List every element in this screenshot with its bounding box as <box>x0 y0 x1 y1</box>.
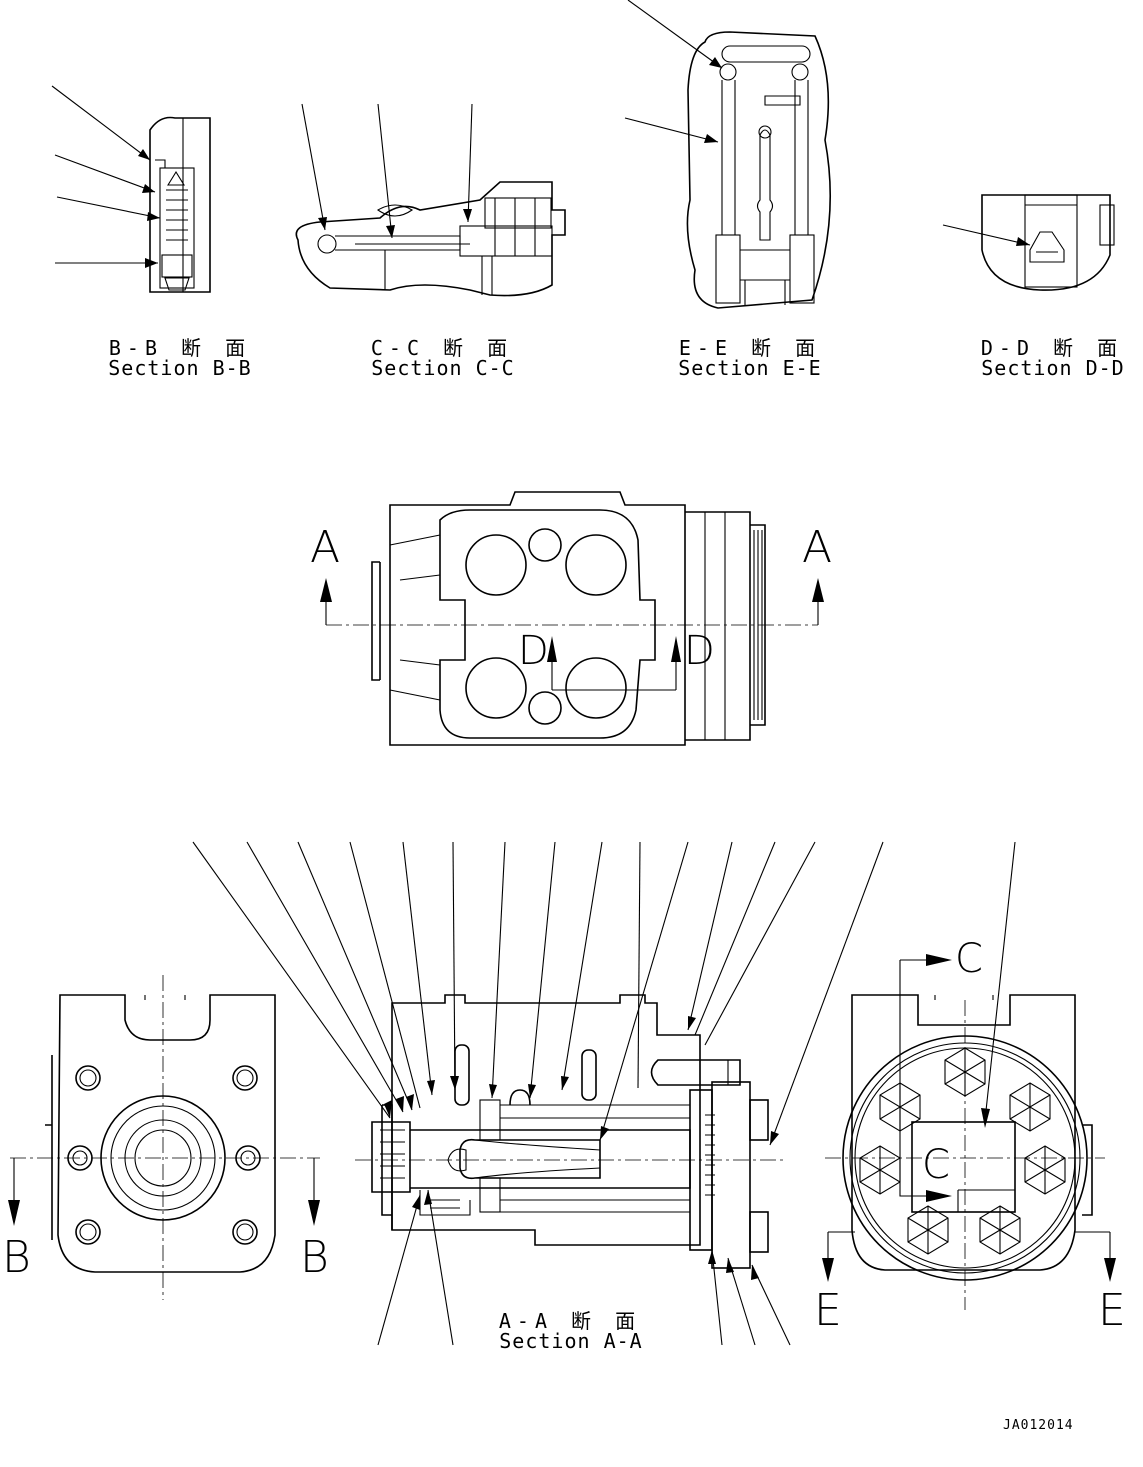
section-cc-view <box>295 103 566 297</box>
section-dd-view <box>942 194 1115 291</box>
section-aa-caption-en: Section A-A <box>499 1329 643 1353</box>
hex-bolt-pattern <box>859 1047 1066 1255</box>
bottom-left-end-view <box>8 975 320 1300</box>
section-ee-view <box>624 0 831 309</box>
section-bb-view <box>51 85 211 293</box>
section-bb-caption-jp: B-B 断 面 <box>108 336 252 360</box>
cut-mark-a-right: A <box>802 522 833 573</box>
section-ee-caption-jp: E-E 断 面 <box>678 336 822 360</box>
section-ee-caption-en: Section E-E <box>678 356 822 380</box>
section-aa-caption-jp: A-A 断 面 <box>498 1309 642 1333</box>
section-dd-caption-en: Section D-D <box>981 356 1125 380</box>
cut-mark-c-top: C <box>955 936 983 982</box>
cut-mark-d-left: D <box>518 628 549 674</box>
section-aa-view <box>192 841 884 1346</box>
drawing-code: JA012014 <box>1003 1418 1074 1433</box>
section-dd-caption-jp: D-D 断 面 <box>980 336 1124 360</box>
bottom-right-end-view <box>822 841 1116 1310</box>
cut-mark-b-right: B <box>300 1232 329 1283</box>
cut-mark-e-left: E <box>814 1285 842 1336</box>
section-cc-caption-en: Section C-C <box>371 356 515 380</box>
cut-mark-d-right: D <box>684 628 715 674</box>
cut-mark-c-mid: C <box>922 1142 950 1188</box>
center-top-view <box>320 491 824 746</box>
cut-mark-e-right: E <box>1098 1285 1126 1336</box>
section-bb-caption-en: Section B-B <box>108 356 252 380</box>
cut-mark-a-left: A <box>310 522 341 573</box>
cut-mark-b-left: B <box>2 1232 31 1283</box>
section-cc-caption-jp: C-C 断 面 <box>370 336 514 360</box>
